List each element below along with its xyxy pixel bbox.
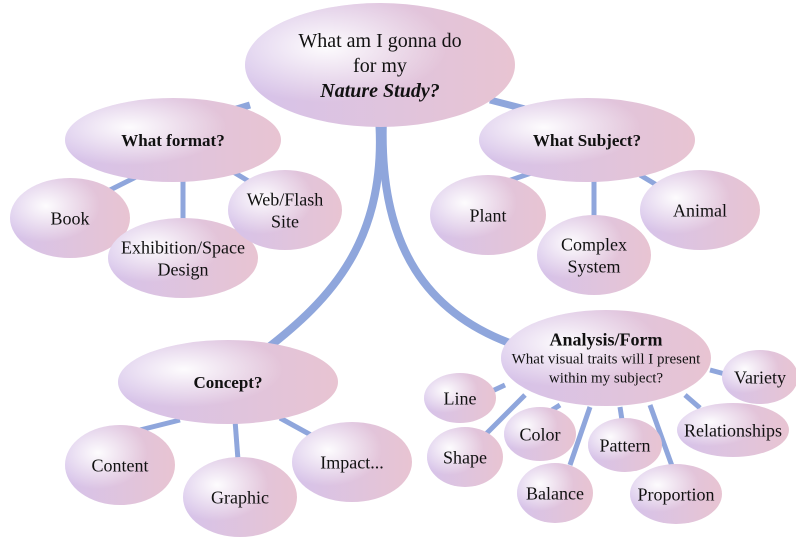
bubble-shape	[588, 418, 662, 472]
node-label: What Subject?	[533, 131, 641, 150]
bubble-shape	[640, 170, 760, 250]
node-label: Graphic	[211, 487, 269, 507]
bubble-shape	[504, 407, 576, 461]
node-variety[interactable]: Variety	[722, 350, 796, 404]
node-label: Book	[50, 208, 89, 228]
node-label: Concept?	[194, 373, 263, 392]
node-shape[interactable]: Shape	[427, 427, 503, 487]
bubble-shape	[183, 457, 297, 537]
node-label: Balance	[526, 483, 584, 503]
node-label: What format?	[121, 131, 224, 150]
connector-line	[262, 117, 384, 354]
bubble-shape	[517, 463, 593, 523]
node-label: What visual traits will I present	[512, 351, 702, 367]
node-label: Exhibition/Space	[121, 237, 245, 257]
bubble-shape	[292, 422, 412, 502]
connector-line	[647, 404, 675, 467]
connector-line	[378, 117, 517, 349]
node-label: within my subject?	[549, 370, 663, 386]
node-graphic[interactable]: Graphic	[183, 457, 297, 537]
bubble-shape	[424, 373, 496, 423]
connector-line	[139, 417, 181, 433]
node-subject[interactable]: What Subject?	[479, 98, 695, 182]
bubble-shape	[228, 170, 342, 250]
node-label: Nature Study?	[319, 80, 439, 102]
node-label: Variety	[734, 367, 786, 387]
bubble-shape	[537, 215, 651, 295]
node-impact[interactable]: Impact...	[292, 422, 412, 502]
connector-line	[232, 419, 241, 461]
node-label: Impact...	[320, 452, 383, 472]
node-label: Web/Flash	[247, 189, 324, 209]
node-relationships[interactable]: Relationships	[677, 403, 789, 457]
node-label: Pattern	[600, 435, 651, 455]
node-label: Plant	[469, 205, 506, 225]
bubble-shape	[245, 3, 515, 127]
connector-line	[478, 393, 527, 442]
node-label: Shape	[443, 447, 487, 467]
node-label: Proportion	[637, 484, 714, 504]
bubble-shape	[501, 310, 711, 406]
bubble-shape	[10, 178, 130, 258]
bubble-shape	[118, 340, 338, 424]
bubble-shape	[630, 464, 722, 524]
connector-line	[567, 406, 593, 466]
node-label: for my	[353, 55, 407, 77]
node-proportion[interactable]: Proportion	[630, 464, 722, 524]
node-plant[interactable]: Plant	[430, 175, 546, 255]
node-label: Complex	[561, 234, 627, 254]
node-animal[interactable]: Animal	[640, 170, 760, 250]
node-label: System	[567, 256, 620, 276]
bubble-shape	[722, 350, 796, 404]
node-root[interactable]: What am I gonna do for my Nature Study?	[245, 3, 515, 127]
node-label: What am I gonna do	[298, 30, 461, 52]
node-label: Site	[271, 211, 299, 231]
connector-line	[617, 406, 625, 421]
bubble-shape	[430, 175, 546, 255]
bubble-shape	[65, 98, 281, 182]
node-label: Animal	[673, 200, 727, 220]
node-label: Content	[92, 455, 149, 475]
node-pattern[interactable]: Pattern	[588, 418, 662, 472]
bubble-shape	[677, 403, 789, 457]
node-balance[interactable]: Balance	[517, 463, 593, 523]
node-color[interactable]: Color	[504, 407, 576, 461]
bubble-shape	[65, 425, 175, 505]
node-book[interactable]: Book	[10, 178, 130, 258]
node-line[interactable]: Line	[424, 373, 496, 423]
bubble-shape	[427, 427, 503, 487]
node-concept[interactable]: Concept?	[118, 340, 338, 424]
bubble-shape	[479, 98, 695, 182]
node-label: Analysis/Form	[549, 329, 662, 349]
node-label: Color	[519, 424, 560, 444]
connector-line	[683, 393, 702, 410]
node-content[interactable]: Content	[65, 425, 175, 505]
node-format[interactable]: What format?	[65, 98, 281, 182]
node-label: Relationships	[684, 420, 782, 440]
node-label: Design	[158, 259, 209, 279]
bubble-shape	[108, 218, 258, 298]
node-label: Line	[444, 388, 477, 408]
